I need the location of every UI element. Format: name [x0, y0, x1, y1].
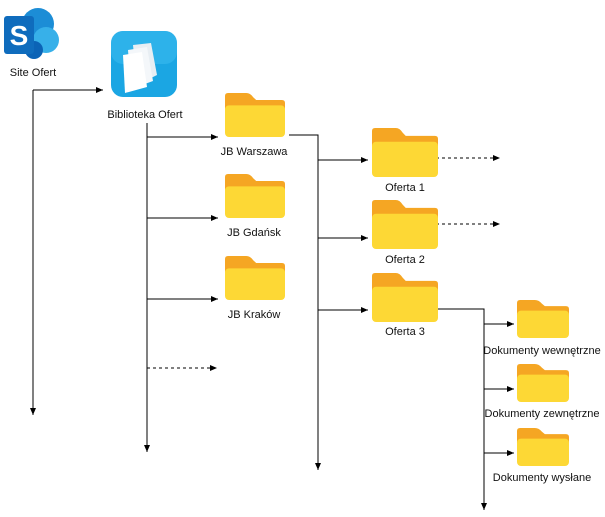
node-label-site: Site Ofert [9, 67, 57, 79]
folder-icon-jb-gdansk[interactable] [225, 174, 285, 218]
node-label-dokumenty-zewnetrzne: Dokumenty zewnętrzne [484, 408, 600, 420]
sharepoint-logo-icon[interactable]: S [4, 8, 59, 59]
folder-icon-dok-zewn[interactable] [517, 364, 569, 402]
connector-oferta3-trunk [438, 308, 487, 510]
folder-icon-oferta1[interactable] [372, 128, 438, 177]
folder-icon-jb-warszawa[interactable] [225, 93, 285, 137]
connector-warszawa-trunk [289, 134, 321, 470]
document-library-icon[interactable] [111, 31, 177, 97]
node-label-dokumenty-wyslane: Dokumenty wysłane [492, 472, 592, 484]
node-label-jb-gdansk: JB Gdańsk [227, 227, 281, 239]
node-label-jb-warszawa: JB Warszawa [220, 146, 288, 158]
node-label-jb-krakow: JB Kraków [227, 309, 281, 321]
folder-icon-oferta3[interactable] [372, 273, 438, 322]
folder-icon-jb-krakow[interactable] [225, 256, 285, 300]
node-label-oferta-1: Oferta 1 [385, 182, 425, 194]
folder-icon-oferta2[interactable] [372, 200, 438, 249]
svg-text:S: S [10, 20, 29, 51]
node-label-oferta-3: Oferta 3 [385, 326, 425, 338]
node-label-library: Biblioteka Ofert [107, 109, 183, 121]
folder-icon-dok-wysl[interactable] [517, 428, 569, 466]
node-label-oferta-2: Oferta 2 [385, 254, 425, 266]
node-label-dokumenty-wewnetrzne: Dokumenty wewnętrzne [483, 345, 601, 357]
connectors [30, 87, 514, 510]
folder-icon-dok-wewn[interactable] [517, 300, 569, 338]
